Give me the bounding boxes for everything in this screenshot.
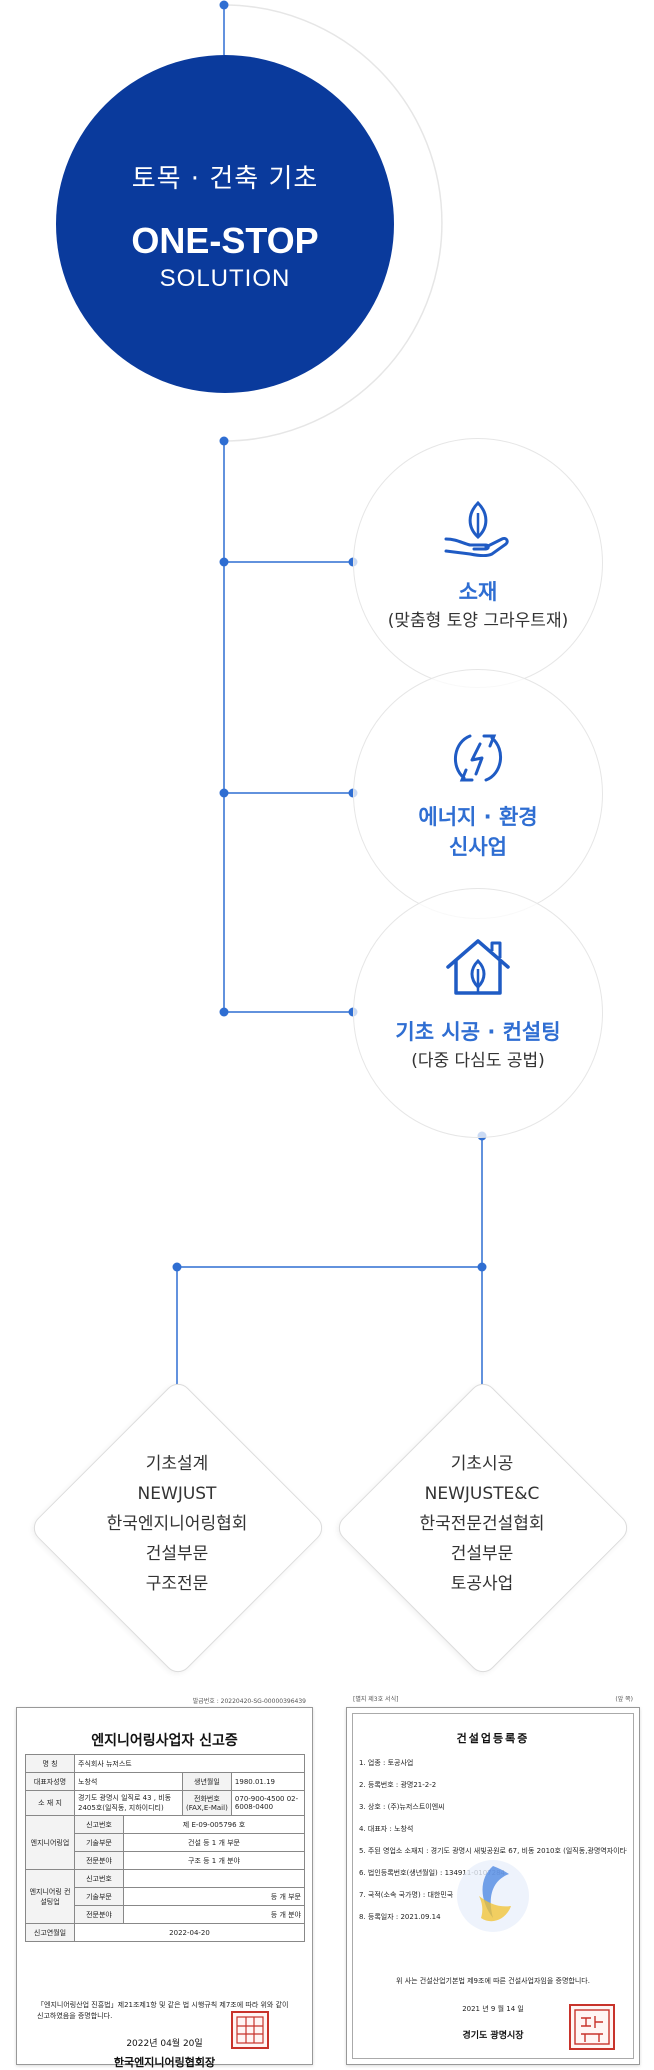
certificate-field: 3. 상호 : (주)뉴저스트이엔씨 — [359, 1803, 445, 1811]
house-leaf-icon — [446, 939, 510, 995]
certificate-field: 1. 업종 : 토공사업 — [359, 1759, 414, 1767]
service-title-energy-line2: 신사업 — [449, 835, 507, 859]
table-cell: 기술부문 — [74, 1887, 124, 1906]
table-cell: 전문분야 — [74, 1905, 124, 1924]
table-cell: 신고번호 — [74, 1869, 124, 1888]
branch-construction-line: 건설부문 — [450, 1544, 514, 1564]
table-cell — [123, 1869, 305, 1888]
certificate-field: 5. 주된 영업소 소재지 : 경기도 광명시 새빛공원로 67, 비동 201… — [359, 1847, 627, 1855]
branch-design-line: 기초설계 — [145, 1454, 209, 1474]
table-cell: 2022-04-20 — [74, 1923, 305, 1942]
service-subtitle-foundation: (다중 다심도 공법) — [411, 1051, 545, 1071]
certificate-issue-number: 발급번호 : 20220420-SG-00000396439 — [192, 1698, 306, 1705]
branch-construction-line: 토공사업 — [450, 1574, 514, 1594]
table-cell: 전문분야 — [74, 1851, 124, 1870]
table-cell: 건설 등 1 개 부문 — [123, 1833, 305, 1852]
table-cell: 노창석 — [74, 1772, 183, 1791]
certificate-note: 「엔지니어링산업 진흥법」제21조제1항 및 같은 법 시행규칙 제7조에 따라… — [37, 2001, 289, 2020]
table-cell: 전화번호 (FAX,E-Mail) — [181, 1790, 232, 1816]
certificate-table: 명 칭 주식회사 뉴저스트 대표자성명 노창석 생년월일 1980.01.19 … — [25, 1754, 306, 1942]
certificate-field: 7. 국적(소속 국가명) : 대한민국 — [359, 1891, 454, 1899]
branch-design-line: 한국엔지니어링협회 — [106, 1514, 248, 1534]
service-circle-energy: 에너지 · 환경 신사업 — [353, 669, 603, 919]
city-emblem-watermark — [457, 1860, 529, 1932]
table-cell: 070-900-4500 02-6008-0400 — [230, 1790, 306, 1816]
leaf-hand-icon — [444, 500, 509, 557]
branch-construction-line: 한국전문건설협회 — [419, 1514, 545, 1534]
energy-leaf-icon — [454, 734, 502, 782]
service-title-foundation: 기초 시공 · 컨설팅 — [395, 1020, 561, 1044]
table-cell: 제 E-09-005796 호 — [123, 1815, 305, 1834]
branch-design-text: 기초설계 NEWJUST 한국엔지니어링협회 건설부문 구조전문 — [57, 1449, 297, 1599]
branch-construction-line: NEWJUSTE&C — [424, 1484, 540, 1504]
certificate-issuer: 경기도 광명시장 — [462, 2031, 524, 2041]
hero-circle: 토목 · 건축 기초 ONE-STOP SOLUTION — [56, 55, 394, 393]
table-cell: 엔지니어링 컨설팅업 — [25, 1869, 75, 1924]
hero-title: 토목 · 건축 기초 — [131, 164, 319, 194]
certificate-field: 8. 등록일자 : 2021.09.14 — [359, 1913, 441, 1921]
construction-registration-certificate[interactable]: [별지 제3호 서식] (앞 쪽) 건설업등록증 1. 업종 : 토공사업 2.… — [346, 1696, 640, 2065]
table-cell: 신고연월일 — [25, 1923, 75, 1942]
hero-outer-arc — [223, 4, 443, 442]
table-cell: 대표자성명 — [25, 1772, 75, 1791]
certificate-statement: 위 사는 건설산업기본법 제9조에 따른 건설사업자임을 증명합니다. — [396, 1977, 590, 1985]
certificate-page-side: (앞 쪽) — [615, 1696, 633, 1703]
certificate-fields: 1. 업종 : 토공사업 2. 등록번호 : 광명21-2-2 3. 상호 : … — [359, 1758, 627, 1934]
certificate-title: 엔지니어링사업자 신고증 — [91, 1733, 238, 1749]
service-title-material: 소재 — [458, 580, 498, 604]
certificate-field: 4. 대표자 : 노창석 — [359, 1825, 414, 1833]
table-cell: 엔지니어링업 — [25, 1815, 75, 1870]
table-cell: 1980.01.19 — [230, 1772, 306, 1791]
branch-design-line: NEWJUST — [137, 1484, 217, 1504]
table-cell: 경기도 광명시 일직로 43 , 비동 2405호(일직동, 지하이디티) — [74, 1790, 183, 1816]
branch-design-line: 건설부문 — [145, 1544, 209, 1564]
service-circle-foundation: 기초 시공 · 컨설팅 (다중 다심도 공법) — [353, 888, 603, 1138]
engineering-certificate[interactable]: 발급번호 : 20220420-SG-00000396439 엔지니어링사업자 … — [16, 1698, 313, 2069]
branch-design-line: 구조전문 — [145, 1574, 209, 1594]
certificate-date: 2021 년 9 월 14 일 — [462, 2005, 524, 2013]
certificate-issuer: 한국엔지니어링협회장 — [113, 2056, 216, 2069]
service-title-energy-line1: 에너지 · 환경 — [418, 805, 538, 829]
service-circle-material: 소재 (맞춤형 토양 그라우트재) — [353, 438, 603, 688]
certificate-border — [352, 1713, 634, 2059]
official-seal — [569, 2004, 615, 2050]
service-subtitle-material: (맞춤형 토양 그라우트재) — [387, 611, 569, 631]
table-cell: 명 칭 — [25, 1754, 75, 1773]
certificate-field: 6. 법인등록번호(생년월일) : 134911-0107284 — [359, 1869, 505, 1877]
branch-construction-text: 기초시공 NEWJUSTE&C 한국전문건설협회 건설부문 토공사업 — [362, 1449, 602, 1599]
table-cell: 주식회사 뉴저스트 — [74, 1754, 305, 1773]
certificate-field: 2. 등록번호 : 광명21-2-2 — [359, 1781, 437, 1789]
table-cell: 소 재 지 — [25, 1790, 75, 1816]
certificate-title: 건설업등록증 — [456, 1732, 530, 1745]
certificate-form-number: [별지 제3호 서식] — [353, 1696, 399, 1703]
certificate-date: 2022년 04월 20일 — [126, 2039, 203, 2049]
table-cell: 구조 등 1 개 분야 — [123, 1851, 305, 1870]
hero-one-stop: ONE-STOP — [131, 220, 319, 261]
table-cell: 등 개 부문 — [123, 1887, 305, 1906]
official-seal — [231, 2011, 269, 2049]
table-cell: 등 개 분야 — [123, 1905, 305, 1924]
table-cell: 생년월일 — [181, 1772, 232, 1791]
table-cell: 기술부문 — [74, 1833, 124, 1852]
table-cell: 신고번호 — [74, 1815, 124, 1834]
hero-solution: SOLUTION — [159, 265, 291, 292]
branch-construction-line: 기초시공 — [450, 1454, 514, 1474]
